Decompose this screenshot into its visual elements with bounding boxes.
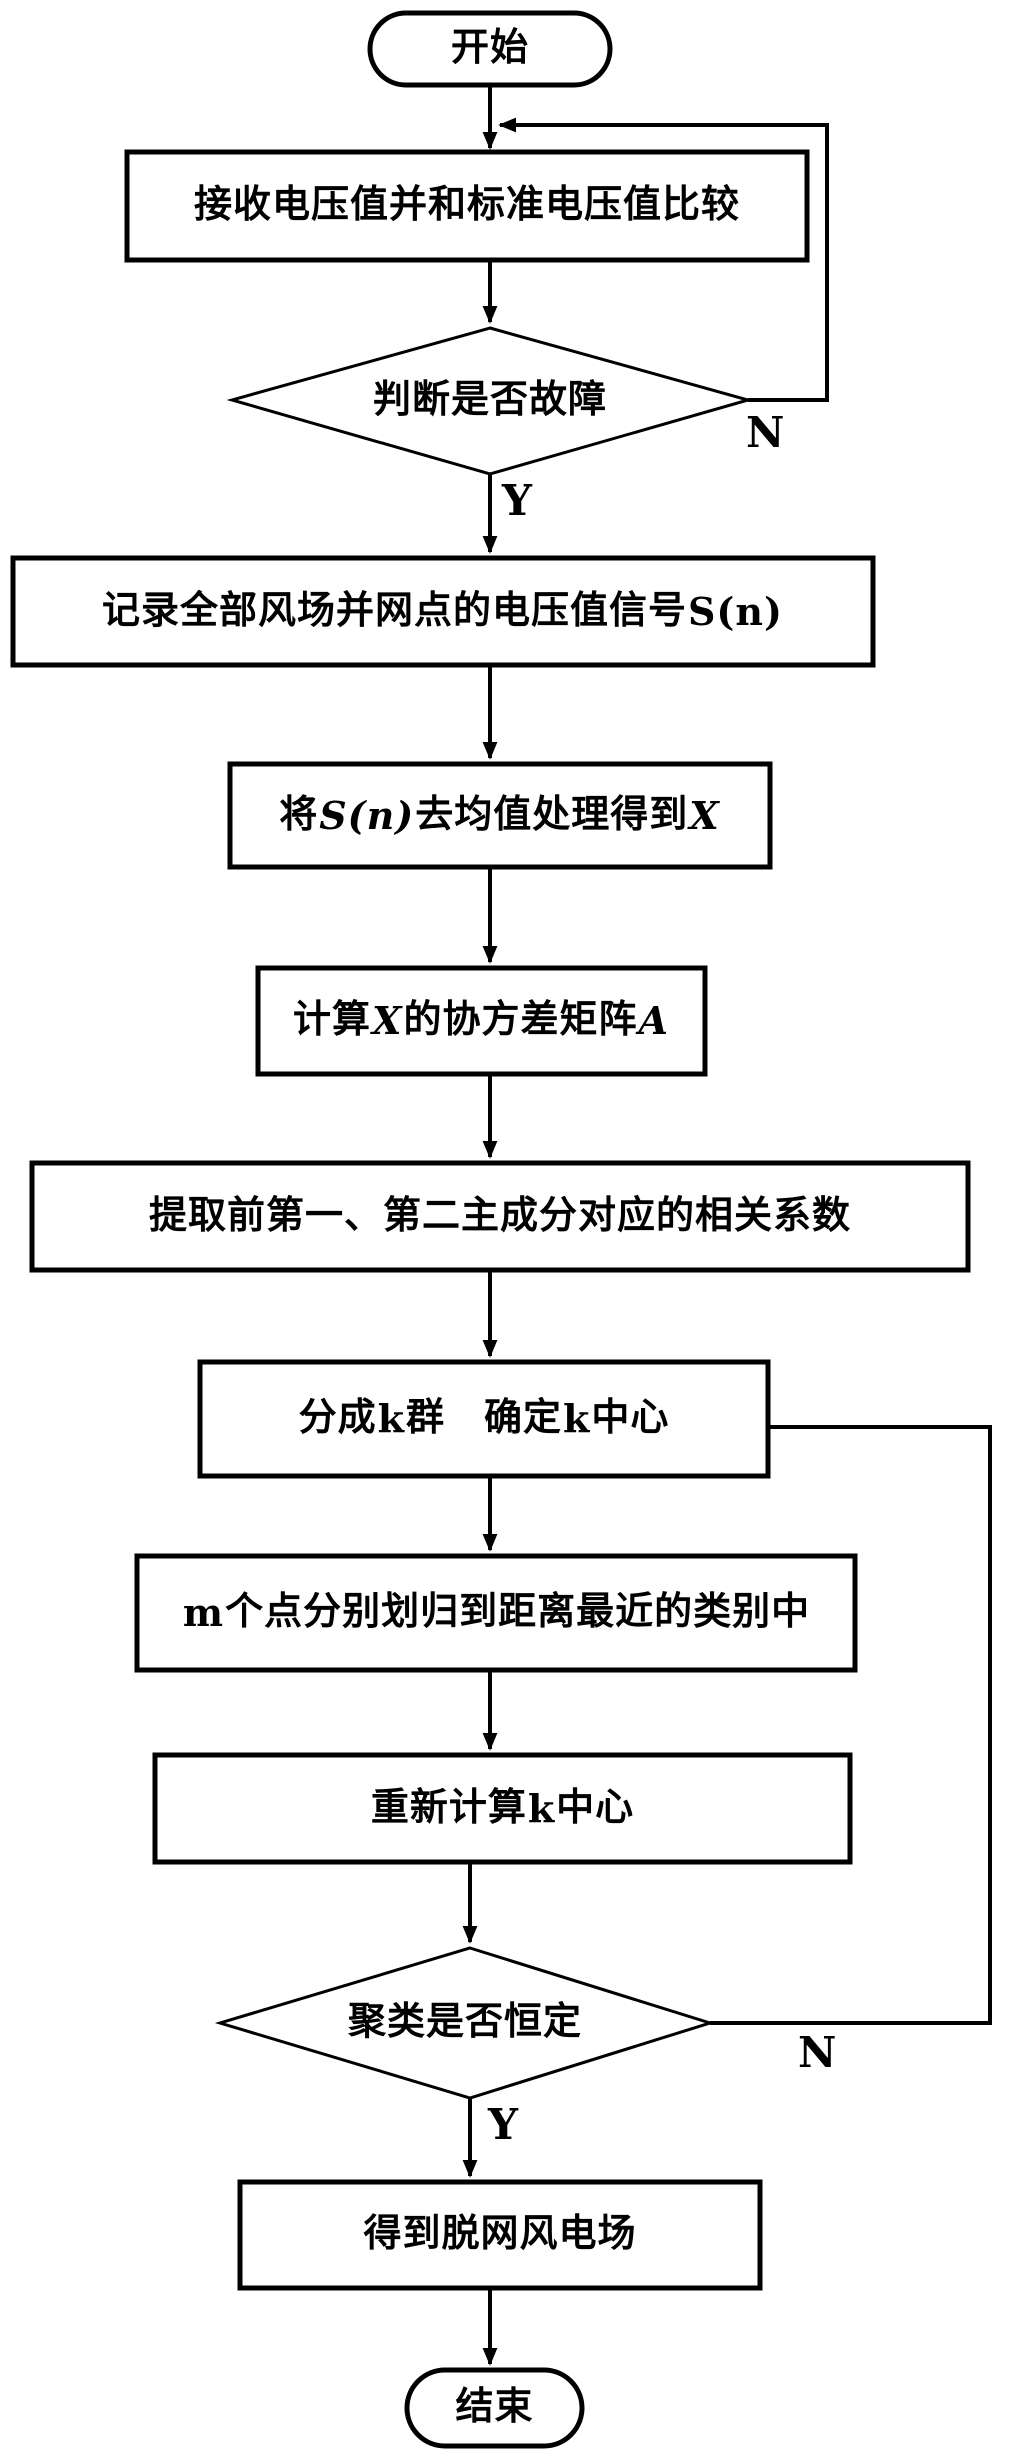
record-signal-variable: S(n) xyxy=(687,588,784,634)
demean-text-2: 去均值处理得到 xyxy=(415,793,689,836)
demean-variable-2: X xyxy=(689,792,720,838)
end-text: 结束 xyxy=(455,2386,534,2429)
process-assign-points-box xyxy=(134,1553,858,1673)
process-cluster-init-box xyxy=(197,1359,771,1479)
end-terminator xyxy=(404,2367,585,2449)
cluster-stable-decision-label: 聚类是否恒定 xyxy=(220,1948,710,2098)
result-text: 得到脱网风电场 xyxy=(363,2213,637,2256)
recompute-centers-text-1: 重新计算 xyxy=(370,1786,527,1829)
fault-decision-text: 判断是否故障 xyxy=(372,379,607,422)
label-fault-yes: Y xyxy=(502,476,532,525)
demean-text-1: 将 xyxy=(279,793,319,836)
fault-decision-label: 判断是否故障 xyxy=(232,328,748,474)
recompute-centers-text-2: 中心 xyxy=(556,1786,635,1829)
process-record-signal-box xyxy=(10,555,876,668)
cluster-stable-decision-text: 聚类是否恒定 xyxy=(347,2001,582,2044)
cluster-init-text-1: 分成 xyxy=(298,1397,377,1440)
connector-fault-no-feedback xyxy=(498,117,829,402)
decision-fault-diamond xyxy=(226,326,754,476)
covariance-variable-2: A xyxy=(638,998,669,1044)
start-label: 开始 xyxy=(370,13,610,85)
covariance-variable-1: X xyxy=(372,998,403,1044)
process-covariance-box xyxy=(255,965,708,1077)
cluster-init-text-2: 群 确定 xyxy=(405,1397,562,1440)
process-recompute-centers-box xyxy=(152,1752,853,1865)
label-stable-no: N xyxy=(798,2028,837,2077)
receive-compare-label: 接收电压值并和标准电压值比较 xyxy=(127,152,807,260)
label-fault-no: N xyxy=(746,408,785,457)
label-stable-yes: Y xyxy=(488,2100,518,2149)
process-demean-box xyxy=(227,761,773,870)
decision-cluster-stable-diamond xyxy=(214,1946,716,2100)
process-receive-compare-box xyxy=(124,149,810,263)
cluster-init-variable-1: k xyxy=(377,1396,405,1442)
covariance-text-1: 计算 xyxy=(293,999,372,1042)
connector-stable-no-feedback xyxy=(710,1425,992,2025)
assign-points-text: 个点分别划归到距离最近的类别中 xyxy=(225,1591,811,1634)
start-terminator xyxy=(367,10,613,88)
receive-compare-text: 接收电压值并和标准电压值比较 xyxy=(193,184,740,227)
record-signal-text: 记录全部风场并网点的电压值信号 xyxy=(101,589,687,632)
covariance-text-2: 的协方差矩阵 xyxy=(403,999,638,1042)
recompute-centers-variable: k xyxy=(527,1785,556,1831)
cluster-init-text-3: 中心 xyxy=(591,1397,670,1440)
start-text: 开始 xyxy=(450,27,529,70)
process-principal-components-box xyxy=(29,1160,971,1273)
cluster-init-variable-2: k xyxy=(563,1396,591,1442)
process-result-box xyxy=(237,2179,763,2291)
principal-components-label: 提取前第一、第二主成分对应的相关系数 xyxy=(32,1163,968,1270)
result-label: 得到脱网风电场 xyxy=(240,2182,760,2288)
assign-points-variable: m xyxy=(182,1590,225,1636)
end-label: 结束 xyxy=(407,2370,582,2446)
demean-variable-1: S(n) xyxy=(319,792,415,838)
principal-components-text: 提取前第一、第二主成分对应的相关系数 xyxy=(148,1194,851,1237)
